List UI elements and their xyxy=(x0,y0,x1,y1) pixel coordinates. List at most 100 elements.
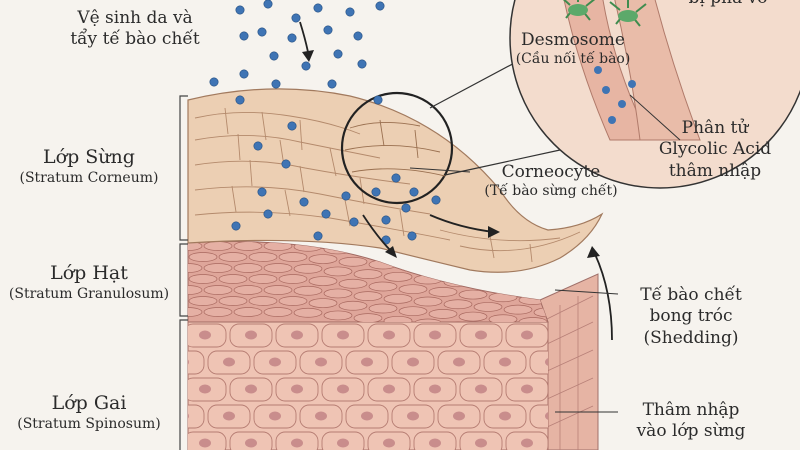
cell-nucleus xyxy=(521,439,533,448)
glycolic-molecule xyxy=(288,34,296,42)
layer-corneum-label: Lớp Sừng (Stratum Corneum) xyxy=(0,146,178,187)
granulosum-cell xyxy=(309,277,337,286)
granulosum-cell xyxy=(384,272,412,281)
granulosum-cell xyxy=(204,264,232,273)
glycolic-molecule xyxy=(328,80,336,88)
granulosum-cell xyxy=(264,286,292,295)
cell-nucleus xyxy=(245,331,257,340)
granulosum-cell xyxy=(234,286,262,295)
granulosum-cell xyxy=(204,242,232,251)
cell-nucleus xyxy=(315,412,327,421)
granulosum-cell xyxy=(324,267,352,276)
glycolic-molecule xyxy=(432,196,440,204)
granulosum-cell xyxy=(324,289,352,298)
granulosum-cell xyxy=(444,300,472,309)
cell-nucleus xyxy=(199,385,211,394)
granulosum-cell xyxy=(354,314,382,323)
glycolic-molecule xyxy=(374,96,382,104)
cell-nucleus xyxy=(453,358,465,367)
granulosum-cell xyxy=(324,245,352,254)
granulosum-cell xyxy=(189,275,217,284)
cell-nucleus xyxy=(245,439,257,448)
cell-nucleus xyxy=(361,358,373,367)
cell-nucleus xyxy=(429,385,441,394)
glycolic-molecule xyxy=(346,8,354,16)
granulosum-cell xyxy=(444,278,472,287)
glycolic-molecule xyxy=(258,28,266,36)
layer-spinosum-label: Lớp Gai (Stratum Spinosum) xyxy=(0,392,178,433)
cell-nucleus xyxy=(223,412,235,421)
granulosum-cell xyxy=(474,280,502,289)
granulosum-cell xyxy=(279,253,307,262)
granulosum-cell xyxy=(219,275,247,284)
layer-brackets xyxy=(180,96,188,450)
granulosum-cell xyxy=(414,275,442,284)
granulosum-cell xyxy=(384,294,412,303)
glycolic-molecule xyxy=(302,62,310,70)
glycolic-molecule xyxy=(372,188,380,196)
glycolic-molecule xyxy=(210,78,218,86)
granulosum-cell xyxy=(474,302,502,311)
cell-nucleus xyxy=(337,385,349,394)
granulosum-cell xyxy=(429,287,457,296)
layer-granulosum-name: Lớp Hạt xyxy=(0,262,178,286)
glycolic-molecule xyxy=(264,0,272,8)
cell-nucleus xyxy=(407,412,419,421)
granulosum-cell xyxy=(309,299,337,308)
glycolic-molecule xyxy=(236,6,244,14)
granulosum-cell xyxy=(219,297,247,306)
cell-nucleus xyxy=(521,385,533,394)
cell-nucleus xyxy=(383,385,395,394)
glycolic-molecule xyxy=(232,222,240,230)
granulosum-cell xyxy=(399,307,427,316)
cell-nucleus xyxy=(383,439,395,448)
cell-nucleus xyxy=(521,331,533,340)
cell-nucleus xyxy=(475,331,487,340)
glycolic-molecule xyxy=(358,60,366,68)
granulosum-cell xyxy=(279,275,307,284)
glycolic-molecule xyxy=(314,232,322,240)
glycolic-molecule xyxy=(270,52,278,60)
granulosum-cell xyxy=(234,308,262,317)
granulosum-cell xyxy=(204,308,232,317)
corneocyte-desc: (Tế bào sừng chết) xyxy=(466,183,636,201)
granulosum-cell xyxy=(504,305,532,314)
cell-nucleus xyxy=(499,412,511,421)
granulosum-cell xyxy=(279,297,307,306)
cell-nucleus xyxy=(475,385,487,394)
granulosum-cell xyxy=(264,308,292,317)
glycolic-molecule xyxy=(354,32,362,40)
granulosum-cell xyxy=(189,253,217,262)
cell-nucleus xyxy=(177,358,189,367)
corneocyte-label: Corneocyte (Tế bào sừng chết) xyxy=(466,162,636,201)
glycolic-molecule xyxy=(324,26,332,34)
cell-nucleus xyxy=(361,412,373,421)
glycolic-molecule xyxy=(258,188,266,196)
glycolic-line2: Glycolic Acid xyxy=(640,139,790,160)
granulosum-cell xyxy=(174,264,202,273)
granulosum-cell xyxy=(459,312,487,321)
shedding-line2: bong tróc xyxy=(616,306,766,327)
glycolic-line1: Phân tử xyxy=(640,118,790,139)
granulosum-cell xyxy=(504,283,532,292)
glycolic-molecule xyxy=(376,2,384,10)
granulosum-cell xyxy=(219,253,247,262)
layer-granulosum-label: Lớp Hạt (Stratum Granulosum) xyxy=(0,262,178,303)
granulosum-cell xyxy=(399,263,427,272)
granulosum-cell xyxy=(339,257,367,266)
desmosome-name: Desmosome xyxy=(498,30,648,51)
cleanse-label-line1: Vệ sinh da và xyxy=(50,8,220,29)
glycolic-molecule xyxy=(264,210,272,218)
granulosum-cell xyxy=(309,255,337,264)
layer-corneum-latin: (Stratum Corneum) xyxy=(0,170,178,188)
glycolic-molecule xyxy=(402,204,410,212)
cell-nucleus xyxy=(199,331,211,340)
desmosome-desc: (Cầu nối tế bào) xyxy=(498,51,648,69)
layer-granulosum-latin: (Stratum Granulosum) xyxy=(0,286,178,304)
cell-nucleus xyxy=(337,439,349,448)
granulosum-cell xyxy=(174,286,202,295)
layer-corneum-name: Lớp Sừng xyxy=(0,146,178,170)
glycolic-molecule xyxy=(350,218,358,226)
glycolic-molecule xyxy=(254,142,262,150)
